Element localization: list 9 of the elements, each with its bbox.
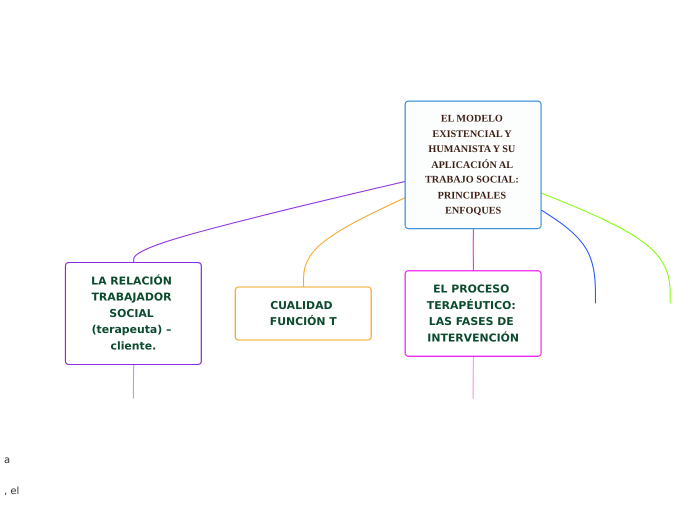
connector bbox=[472, 228, 474, 272]
text-fragment: a bbox=[4, 455, 12, 466]
connector bbox=[303, 197, 406, 288]
connector bbox=[132, 364, 134, 398]
text-fragment: , el bbox=[4, 486, 20, 497]
connector bbox=[541, 192, 671, 304]
connector bbox=[541, 210, 596, 304]
connector bbox=[472, 356, 474, 398]
connector bbox=[133, 180, 406, 263]
